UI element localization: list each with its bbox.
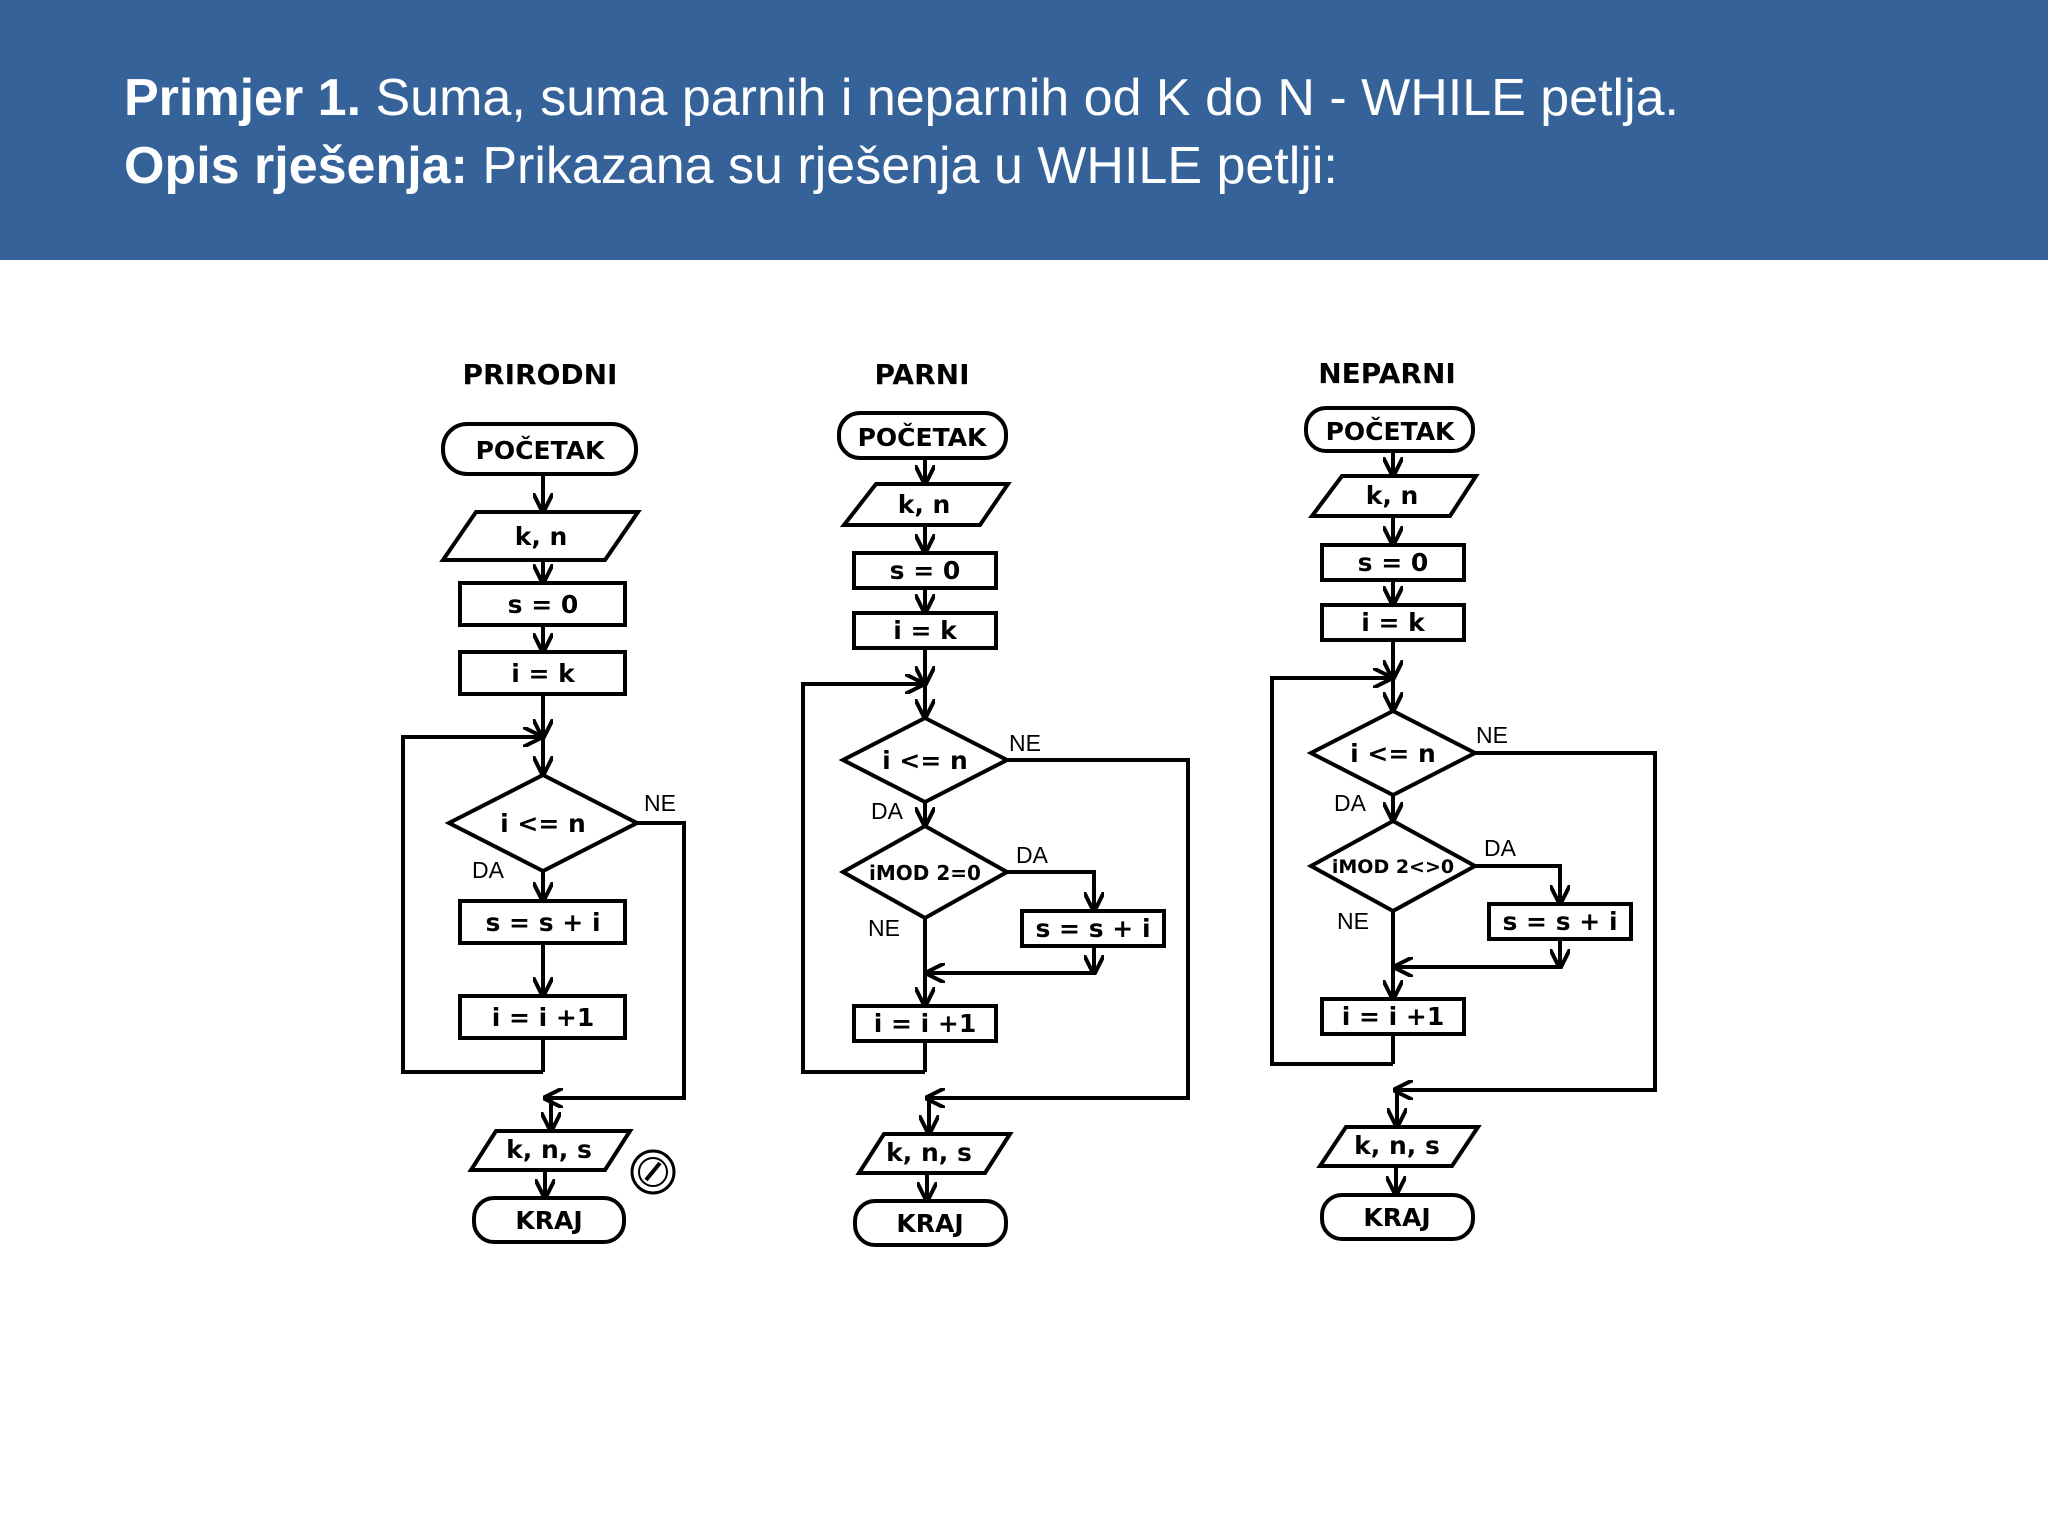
increment-label: i = i +1 [874,1009,977,1038]
init-i-box [1320,603,1466,642]
flowchart-prirodni: PRIRODNI POČETAK k, n s = 0 i = k i <= n… [401,358,686,1244]
output-label: k, n, s [1354,1131,1440,1160]
no-label: NE [644,790,676,816]
end-label: KRAJ [1363,1203,1430,1232]
input-parallelogram [839,482,1012,527]
init-s-label: s = 0 [508,590,579,619]
flowchart-title: NEPARNI [1318,357,1456,390]
flowchart-title: PARNI [874,358,969,391]
output-parallelogram [467,1129,634,1172]
init-i-label: i = k [893,616,958,645]
start-terminal [441,422,638,476]
condition-label: i <= n [500,809,586,838]
test-no-label: NE [1337,908,1369,934]
condition-label: i <= n [882,746,968,775]
init-i-box [458,650,627,696]
start-label: POČETAK [1326,416,1456,446]
init-i-label: i = k [511,659,576,688]
no-label: NE [1476,722,1508,748]
init-s-box [852,551,998,590]
input-label: k, n [898,490,951,519]
description-text: Prikazana su rješenja u WHILE petlji: [467,137,1338,195]
yes-label: DA [871,798,904,824]
flowchart-neparni: NEPARNI POČETAK k, n s = 0 i = k i <= n … [1270,357,1657,1241]
input-label: k, n [1366,481,1419,510]
init-s-label: s = 0 [890,556,961,585]
input-label: k, n [515,522,568,551]
flowchart-parni: PARNI POČETAK k, n s = 0 i = k i <= n NE… [801,358,1190,1247]
no-label: NE [1009,730,1041,756]
output-label: k, n, s [506,1135,592,1164]
end-label: KRAJ [896,1209,963,1238]
header-line-2: Opis rješenja: Prikazana su rješenja u W… [124,136,1338,196]
init-s-label: s = 0 [1358,548,1429,577]
input-parallelogram [439,510,642,562]
header-line-1: Primjer 1. Suma, suma parnih i neparnih … [124,68,1679,128]
end-label: KRAJ [515,1206,582,1235]
condition-label: i <= n [1350,739,1436,768]
slide-header: Primjer 1. Suma, suma parnih i neparnih … [0,0,2048,260]
test-label: iMOD 2=0 [869,861,981,885]
flowcharts-diagram: PRIRODNI POČETAK k, n s = 0 i = k i <= n… [401,357,1657,1247]
input-parallelogram [1308,474,1480,518]
start-label: POČETAK [858,422,988,452]
sum-label: s = s + i [1502,907,1617,936]
test-label: iMOD 2<>0 [1332,856,1454,878]
yes-label: DA [1334,790,1367,816]
end-terminal [472,1196,626,1244]
description-label: Opis rješenja: [124,137,468,195]
pen-cursor-icon [630,1149,676,1195]
increment-label: i = i +1 [1342,1002,1445,1031]
end-terminal [1320,1193,1475,1241]
start-label: POČETAK [476,435,606,465]
sum-label: s = s + i [485,908,600,937]
start-terminal [837,411,1008,460]
increment-label: i = i +1 [492,1003,595,1032]
example-title: Suma, suma parnih i neparnih od K do N -… [361,69,1680,127]
output-parallelogram [855,1132,1014,1175]
output-label: k, n, s [886,1138,972,1167]
init-s-box [458,581,627,627]
yes-label: DA [472,857,505,883]
start-terminal [1304,406,1475,453]
end-terminal [853,1199,1008,1247]
init-i-label: i = k [1361,608,1426,637]
sum-box [458,899,627,945]
test-yes-label: DA [1484,835,1517,861]
sum-label: s = s + i [1035,914,1150,943]
test-yes-label: DA [1016,842,1049,868]
test-no-label: NE [868,915,900,941]
increment-box [1320,997,1466,1036]
flowchart-title: PRIRODNI [463,358,618,391]
output-parallelogram [1316,1125,1482,1168]
example-label: Primjer 1. [124,69,362,127]
sum-box [1020,909,1166,948]
